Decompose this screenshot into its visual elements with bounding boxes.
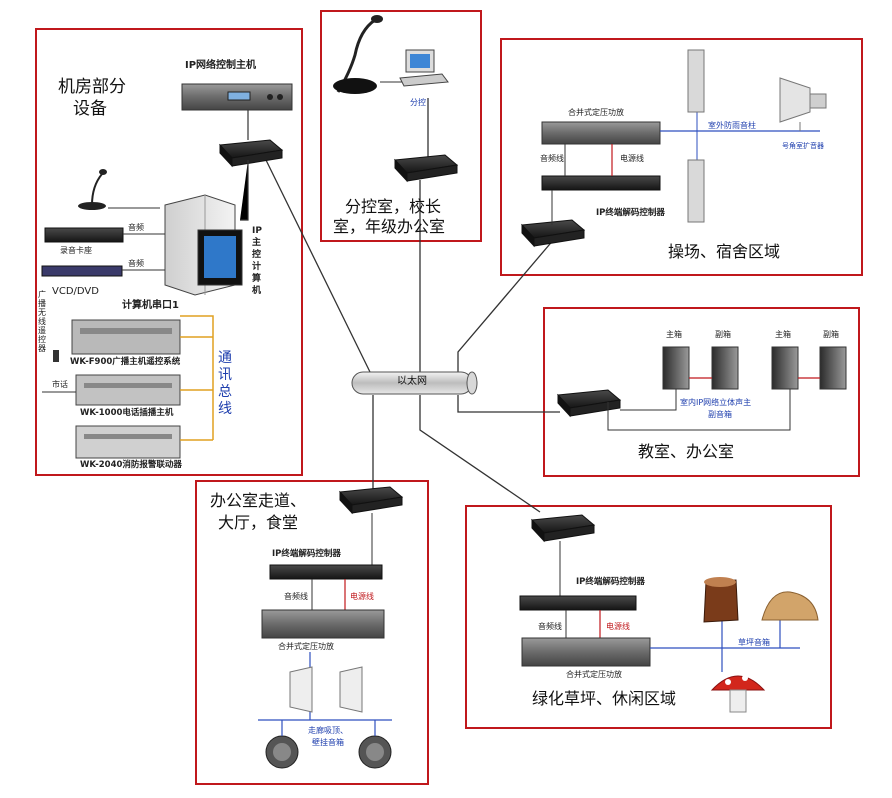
playground-audio-line: 音频线 [540,154,564,163]
wireless-remote-label: 广播无线遥控器 [38,290,46,353]
machine-room-title-2: 设备 [73,99,107,119]
corridor-amp-label: 合并式定压功放 [278,642,334,651]
rack-f900-label: WK-F900广播主机遥控系统 [70,357,181,367]
audio-label-2: 音频 [128,259,144,268]
machine-room-region [35,28,303,476]
stump-speaker [703,577,739,623]
classroom-title: 教室、办公室 [638,442,735,461]
branch-ctrl-label: 分控 [410,98,426,107]
outdoor-column-label: 室外防雨音柱 [708,121,756,130]
playground-region [500,38,863,276]
corridor-title: 办公室走道、 [210,491,307,510]
rack-2040-label: WK-2040消防报警联动器 [80,460,182,470]
host-computer [164,194,243,296]
vcd-label: VCD/DVD [52,286,99,297]
backbone-links [264,98,560,513]
remote-control-device [53,350,59,362]
corridor-speaker-note: 走廊吸顶、 [308,726,348,735]
ip-host-label: IP网络控制主机 [185,60,257,71]
lawn-power-line: 电源线 [606,622,630,631]
recorder-device [44,227,124,243]
branch-office-region [320,10,482,242]
mushroom-speaker [710,675,766,713]
comm-bus [180,315,214,441]
rack-1000-label: WK-1000电话插播主机 [80,408,174,418]
playground-amp [541,121,661,145]
corridor-power-line: 电源线 [350,592,374,601]
lawn-decoder-label: IP终端解码控制器 [576,577,645,587]
outdoor-column-speakers [687,49,705,223]
playground-amp-label: 合并式定压功放 [568,108,624,117]
machine-room-title: 机房部分 [58,77,126,97]
rack-2040 [75,425,181,459]
corridor-decoder [269,564,383,580]
playground-power-line: 电源线 [620,154,644,163]
lawn-decoder [519,595,637,611]
corridor-speaker-note-2: 壁挂音箱 [312,738,344,747]
lawn-speaker-label: 草坪音箱 [738,638,770,647]
comm-bus-label: 通讯总线 [218,350,232,417]
playground-decoder-label: IP终端解码控制器 [596,208,665,218]
lawn-amp [521,637,651,667]
mic-device [78,169,107,210]
horn-label: 号角室扩音器 [782,142,824,150]
com-port-label: 计算机串口1 [122,300,179,311]
ceiling-speakers [265,735,392,769]
recorder-label: 录音卡座 [60,246,92,255]
rock-speaker [761,591,819,621]
branch-office-title-2: 室，年级办公室 [333,217,446,236]
backbone-label: 以太网 [397,376,427,387]
lawn-title: 绿化草坪、休闲区域 [532,689,677,708]
corridor-decoder-label: IP终端解码控制器 [272,549,341,559]
corridor-region [195,480,429,785]
pc-label: IP主控计算机 [252,226,262,296]
main-speaker-2-label: 主箱 [775,330,791,339]
indoor-speaker-note: 室内IP网络立体声主 [680,398,752,407]
ip-control-host-device [181,83,293,111]
branch-office-title: 分控室，校长 [345,197,442,216]
playground-decoder [541,175,661,191]
city-phone-label: 市话 [52,380,68,389]
horn-speaker [779,77,827,131]
sub-speaker-1-label: 副箱 [715,330,731,339]
sub-speaker-2-label: 副箱 [823,330,839,339]
ethernet-pipe [351,371,478,395]
playground-title: 操场、宿舍区域 [668,242,781,261]
rack-f900 [71,319,181,355]
corridor-amp [261,609,385,639]
lawn-region [465,505,832,729]
lawn-audio-line: 音频线 [538,622,562,631]
branch-computer [399,49,449,87]
gooseneck-mic [333,15,383,94]
lawn-amp-label: 合并式定压功放 [566,670,622,679]
rack-1000 [75,374,181,406]
audio-label-1: 音频 [128,223,144,232]
classroom-region [543,307,860,477]
corridor-title-2: 大厅，食堂 [218,513,299,532]
vcd-device [41,265,123,277]
classroom-speakers [662,346,847,390]
indoor-speaker-note-2: 副音箱 [708,410,732,419]
corridor-audio-line: 音频线 [284,592,308,601]
wall-speakers [289,666,363,713]
main-speaker-1-label: 主箱 [666,330,682,339]
